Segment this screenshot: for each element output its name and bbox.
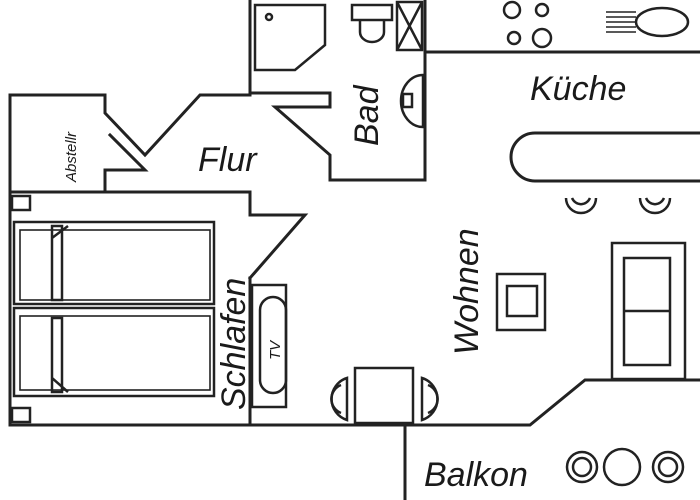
stove-burner-1: [502, 0, 522, 20]
kitchen-sink: [634, 6, 690, 38]
bed-upper: [12, 220, 216, 306]
shaft: [395, 0, 424, 52]
bedroom-fixtures: [10, 194, 288, 424]
shower: [253, 3, 327, 72]
nightstand-bottom: [10, 406, 32, 424]
living-fixtures: [330, 241, 687, 425]
bath-sink-tap: [401, 92, 414, 109]
bath-sink: [399, 73, 425, 129]
balcony-fixtures: [565, 447, 685, 487]
balcony-chair-1: [565, 450, 599, 484]
label-kueche: Küche: [530, 70, 626, 108]
bed-lower-mattress: [19, 315, 211, 391]
dining-chair-right-inner: [427, 383, 439, 415]
stove-burner-2: [534, 2, 550, 18]
label-abstellr: Abstellr: [63, 131, 80, 183]
sofa-cushions: [622, 256, 672, 367]
pillow-upper: [50, 224, 69, 302]
kitchen-fixtures: [502, 0, 690, 215]
label-tv: TV: [267, 339, 284, 360]
shaft-cross: [395, 1, 424, 51]
bed-upper-mattress: [19, 229, 211, 301]
wall-bad-left: [248, 0, 332, 95]
wall-wohnen-bottom: [248, 378, 700, 427]
wall-schlafen-outline: [8, 190, 252, 427]
wall-flur-top: [8, 93, 252, 158]
nightstand-top: [10, 194, 32, 212]
dining-chair-left: [330, 376, 349, 422]
stool-1: [564, 197, 598, 215]
label-wohnen: Wohnen: [448, 228, 486, 355]
armchair-seat: [505, 284, 539, 318]
sofa: [610, 241, 687, 381]
stool-1-inner: [570, 197, 592, 206]
armchair: [495, 272, 547, 332]
pillow-lower: [50, 316, 69, 394]
dining-table: [353, 366, 415, 425]
stool-2: [638, 197, 672, 215]
room-labels: Küche Bad Abstellr Flur Wohnen Schlafen …: [63, 70, 626, 494]
tv: [258, 295, 288, 395]
kitchen-counter: [509, 131, 700, 183]
label-flur: Flur: [198, 141, 258, 179]
stove-burner-4: [531, 27, 553, 49]
balcony-chair-2: [651, 450, 685, 484]
wall-bad-right: [328, 50, 427, 182]
toilet-bowl: [358, 20, 386, 44]
balcony-chair-2-inner: [657, 456, 679, 478]
wall-flur-diagonal: [271, 105, 332, 182]
toilet-tank: [350, 3, 394, 22]
dining-chair-right: [420, 376, 439, 422]
shower-drain: [264, 12, 274, 22]
stool-2-inner: [644, 197, 666, 206]
bed-lower: [12, 306, 216, 398]
label-balkon: Balkon: [424, 456, 528, 494]
balcony-chair-1-inner: [571, 456, 593, 478]
wall-schlafen-top: [103, 190, 309, 281]
dining-chair-left-inner: [330, 383, 342, 415]
sink-drainboard: [606, 11, 636, 33]
wall-abstellr-bottom: [8, 132, 149, 194]
stove-burner-3: [506, 30, 522, 46]
label-bad: Bad: [348, 84, 386, 146]
label-schlafen: Schlafen: [215, 278, 253, 410]
bathroom-fixtures: [253, 0, 425, 129]
balcony-table: [602, 447, 642, 487]
